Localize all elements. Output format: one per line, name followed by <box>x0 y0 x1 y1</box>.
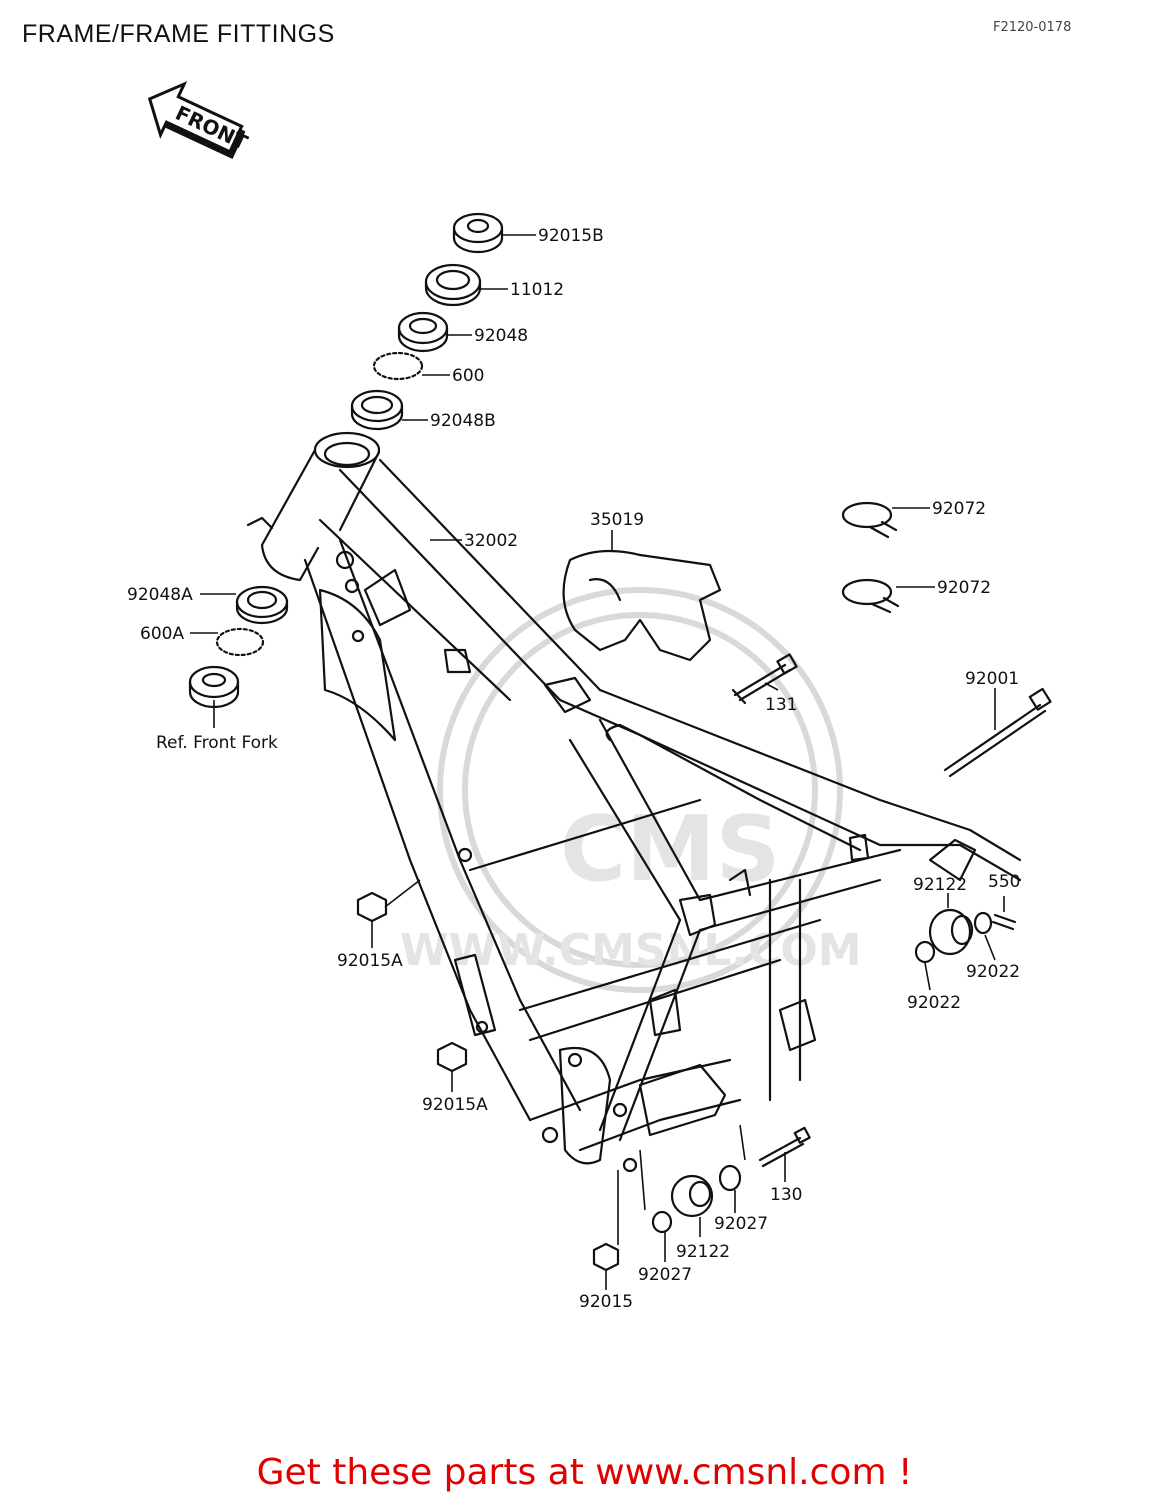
label-92072-a[interactable]: 92072 <box>932 499 986 519</box>
clamp-92072-b[interactable] <box>841 578 900 614</box>
chain-guard-35019[interactable] <box>562 549 722 662</box>
watermark-logo: CMS <box>560 797 780 902</box>
label-130[interactable]: 130 <box>770 1185 802 1205</box>
label-92122-a[interactable]: 92122 <box>913 875 967 895</box>
label-35019[interactable]: 35019 <box>590 510 644 530</box>
label-92001[interactable]: 92001 <box>965 669 1019 689</box>
label-11012[interactable]: 11012 <box>510 280 564 300</box>
parts-diagram: CMS WWW.CMSNL.COM FRONT <box>127 81 1052 1312</box>
stem-nut-92015B[interactable] <box>452 212 504 254</box>
front-arrow-icon: FRONT <box>147 81 252 160</box>
washer-92022-b[interactable] <box>914 940 936 964</box>
rubber-damper-92122-b[interactable] <box>670 1174 714 1218</box>
label-92027-b[interactable]: 92027 <box>638 1265 692 1285</box>
label-600A[interactable]: 600A <box>140 624 184 644</box>
label-92015A-b[interactable]: 92015A <box>422 1095 488 1115</box>
ball-bearings-600A[interactable] <box>215 627 265 657</box>
ball-bearings-600[interactable] <box>372 351 424 381</box>
label-92022-b[interactable]: 92022 <box>907 993 961 1013</box>
label-92072-b[interactable]: 92072 <box>937 578 991 598</box>
nut-92015A-b[interactable] <box>436 1041 468 1073</box>
bearing-cone-92048[interactable] <box>397 311 449 353</box>
bearing-cone-92048A[interactable] <box>235 585 289 625</box>
label-92048A[interactable]: 92048A <box>127 585 193 605</box>
label-92122-b[interactable]: 92122 <box>676 1242 730 1262</box>
nut-92015[interactable] <box>592 1242 620 1272</box>
collar-92027-a[interactable] <box>718 1164 742 1192</box>
main-frame-32002[interactable] <box>246 431 1022 1173</box>
label-92027-a[interactable]: 92027 <box>714 1214 768 1234</box>
label-92048[interactable]: 92048 <box>474 326 528 346</box>
nut-92015A-a[interactable] <box>356 891 388 923</box>
label-92015B[interactable]: 92015B <box>538 226 604 246</box>
label-32002[interactable]: 32002 <box>464 531 518 551</box>
leader-lines <box>190 234 1005 1290</box>
label-131[interactable]: 131 <box>765 695 797 715</box>
footer-cta-link[interactable]: Get these parts at www.cmsnl.com ! <box>256 1452 913 1493</box>
collar-92027-b[interactable] <box>651 1210 673 1234</box>
label-550[interactable]: 550 <box>988 872 1020 892</box>
collar-550[interactable] <box>991 913 1017 931</box>
label-92048B[interactable]: 92048B <box>430 411 496 431</box>
label-600[interactable]: 600 <box>452 366 484 386</box>
bearing-race-92048B[interactable] <box>350 389 404 431</box>
bolt-130[interactable] <box>758 1126 811 1168</box>
watermark-text: WWW.CMSNL.COM <box>400 925 862 976</box>
bolt-131[interactable] <box>731 653 798 705</box>
steering-stack <box>350 212 504 431</box>
bearing-race-11012[interactable] <box>424 263 482 307</box>
clamp-92072-a[interactable] <box>841 501 898 539</box>
label-92015A-a[interactable]: 92015A <box>337 951 403 971</box>
label-92022-a[interactable]: 92022 <box>966 962 1020 982</box>
label-ref-front-fork: Ref. Front Fork <box>156 733 278 753</box>
label-92015[interactable]: 92015 <box>579 1292 633 1312</box>
bolt-92001[interactable] <box>943 687 1052 778</box>
lower-steering-stack <box>188 585 289 709</box>
rubber-damper-92122-a[interactable] <box>928 908 974 956</box>
drawing-code: F2120-0178 <box>993 20 1072 35</box>
part-labels: 92015B 11012 92048 600 92048B 32002 3501… <box>127 226 1020 1312</box>
washer-92022-a[interactable] <box>973 911 993 935</box>
watermark: CMS WWW.CMSNL.COM <box>400 587 862 993</box>
page-title: FRAME/FRAME FITTINGS <box>22 20 335 48</box>
